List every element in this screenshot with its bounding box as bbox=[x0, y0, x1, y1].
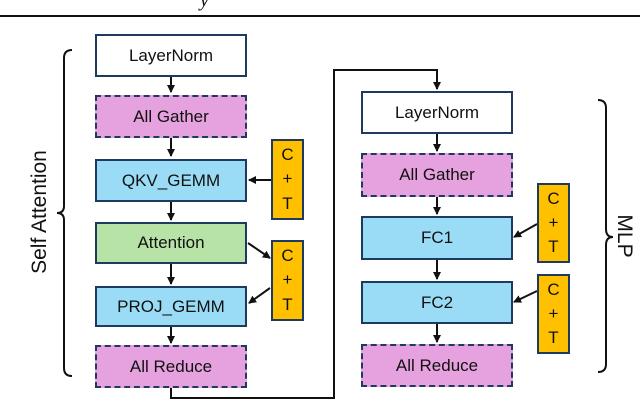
self-attention-label: Self Attention bbox=[28, 150, 51, 274]
ct-plus: + bbox=[282, 169, 293, 189]
ct-badge-fc2: C + T bbox=[537, 274, 570, 354]
proj-gemm-block: PROJ_GEMM bbox=[95, 286, 247, 327]
arrow-ct-to-fc2 bbox=[513, 290, 538, 303]
ct-badge-qkv: C + T bbox=[271, 139, 304, 220]
ct-c: C bbox=[547, 189, 560, 208]
ct-t: T bbox=[282, 193, 293, 213]
sa-all-reduce-block: All Reduce bbox=[95, 345, 247, 388]
ct-plus: + bbox=[548, 304, 559, 323]
ct-t: T bbox=[548, 328, 559, 347]
arrow-ct-to-proj bbox=[248, 287, 271, 304]
header-fragment: y bbox=[200, 0, 209, 11]
mlp-all-gather-block: All Gather bbox=[361, 153, 513, 197]
arrow-attention-to-ct bbox=[247, 242, 271, 259]
arrow-ct-to-fc1 bbox=[513, 223, 538, 238]
ct-c: C bbox=[281, 246, 294, 266]
ct-t: T bbox=[282, 294, 293, 314]
ct-c: C bbox=[281, 145, 294, 165]
mlp-bracket bbox=[597, 99, 614, 373]
fc1-block: FC1 bbox=[361, 216, 513, 260]
mlp-label: MLP bbox=[613, 214, 636, 258]
mlp-all-reduce-block: All Reduce bbox=[361, 344, 513, 387]
ct-c: C bbox=[547, 280, 560, 299]
mlp-layernorm-block: LayerNorm bbox=[361, 91, 513, 134]
fc2-block: FC2 bbox=[361, 281, 513, 324]
connector-allreduce-to-mlp bbox=[170, 69, 441, 399]
ct-plus: + bbox=[548, 213, 559, 232]
qkv-gemm-block: QKV_GEMM bbox=[95, 159, 247, 202]
ct-badge-fc1: C + T bbox=[537, 183, 570, 263]
ct-badge-proj: C + T bbox=[271, 240, 304, 321]
sa-layernorm-block: LayerNorm bbox=[95, 34, 247, 77]
attention-block: Attention bbox=[95, 222, 247, 264]
ct-t: T bbox=[548, 237, 559, 256]
sa-all-gather-block: All Gather bbox=[95, 95, 247, 138]
self-attention-bracket bbox=[56, 49, 73, 377]
ct-plus: + bbox=[282, 270, 293, 290]
